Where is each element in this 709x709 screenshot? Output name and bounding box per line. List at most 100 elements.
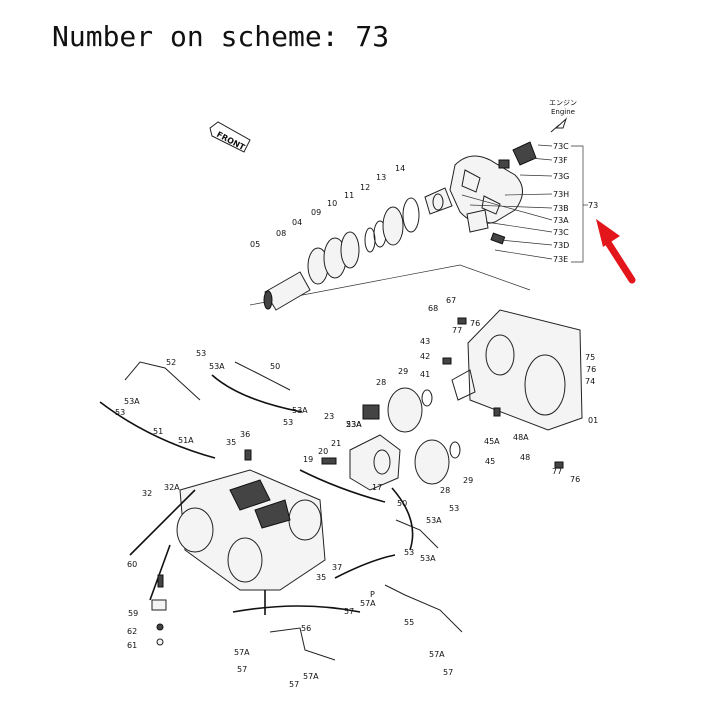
callout-76-mid: 76 xyxy=(586,365,596,374)
callout-52: 52 xyxy=(166,358,176,367)
callout-p: P xyxy=(370,590,375,599)
callout-62: 62 xyxy=(127,627,137,636)
pipe-55 xyxy=(384,584,463,633)
ring-29-lower xyxy=(449,441,461,459)
group-brackets xyxy=(99,374,414,615)
callout-32: 32 xyxy=(142,489,152,498)
callout-45a: 45A xyxy=(484,437,500,446)
housing-assembly xyxy=(451,309,583,431)
callout-55: 55 xyxy=(404,618,414,627)
callout-57-a: 57 xyxy=(237,665,247,674)
callout-11: 11 xyxy=(344,191,354,200)
ring-29-upper xyxy=(421,389,433,407)
coupling-bolt-upper xyxy=(498,159,510,169)
callout-23a: 23A xyxy=(346,420,362,429)
callout-35-upper: 35 xyxy=(226,438,236,447)
callout-57a-c: 57A xyxy=(360,599,376,608)
callout-57a-b: 57A xyxy=(303,672,319,681)
callout-53a-d: 53A xyxy=(346,420,362,429)
callout-10: 10 xyxy=(327,199,337,208)
engine-label-en: Engine xyxy=(551,108,575,116)
callout-29-upper: 29 xyxy=(398,367,408,376)
coupling-element xyxy=(449,155,523,225)
callout-53-c: 53 xyxy=(283,418,293,427)
callout-13: 13 xyxy=(376,173,386,182)
callout-01: 01 xyxy=(588,416,598,425)
ring-10 xyxy=(364,227,376,253)
pipe-56 xyxy=(269,627,336,661)
engine-direction-marker: エンジン Engine xyxy=(549,99,577,133)
callout-50-upper: 50 xyxy=(270,362,280,371)
bearing-09 xyxy=(340,231,360,269)
shaft-05 xyxy=(264,271,311,311)
callout-73a: 73A xyxy=(553,216,569,225)
callout-43: 43 xyxy=(420,337,430,346)
engine-arrow-icon xyxy=(550,117,568,133)
callout-53-a: 53 xyxy=(196,349,206,358)
callout-32a: 32A xyxy=(164,483,180,492)
coupling-key xyxy=(512,141,537,166)
housing-01 xyxy=(467,309,583,431)
pipe-50-lower xyxy=(395,519,439,549)
main-pump-32 xyxy=(179,469,326,591)
front-arrow-icon xyxy=(209,121,251,153)
callout-14: 14 xyxy=(395,164,405,173)
highlight-arrow-head-icon xyxy=(596,219,620,247)
callout-53a-b: 53A xyxy=(124,397,140,406)
callout-57-b: 57 xyxy=(289,680,299,689)
page-title: Number on scheme: 73 xyxy=(52,20,390,53)
pipe-52 xyxy=(124,361,201,401)
callout-56: 56 xyxy=(301,624,311,633)
callout-67: 67 xyxy=(446,296,456,305)
callout-28-lower: 28 xyxy=(440,486,450,495)
ring-13 xyxy=(402,197,420,233)
callout-73-main: 73 xyxy=(588,201,598,210)
front-arrow: FRONT xyxy=(209,121,251,153)
callout-09: 09 xyxy=(311,208,321,217)
gear-28-lower xyxy=(414,439,450,485)
callout-45: 45 xyxy=(485,457,495,466)
callout-12: 12 xyxy=(360,183,370,192)
callout-75: 75 xyxy=(585,353,595,362)
callout-73b: 73B xyxy=(553,204,569,213)
callout-29-lower: 29 xyxy=(463,476,473,485)
callout-51a: 51A xyxy=(178,436,194,445)
callout-36: 36 xyxy=(240,430,250,439)
callout-57a-d: 57A xyxy=(429,650,445,659)
callout-20: 20 xyxy=(318,447,328,456)
callout-57-c: 57 xyxy=(344,607,354,616)
part-23 xyxy=(362,404,380,420)
callout-53-e: 53 xyxy=(449,504,459,513)
callout-59: 59 xyxy=(128,609,138,618)
bearing-12 xyxy=(382,206,404,246)
callout-73c-top: 73C xyxy=(553,142,569,151)
callout-77: 77 xyxy=(452,326,462,335)
callouts-73-group: 73C 73F 73G 73H 73B 73A 73C 73D 73E 73 xyxy=(553,142,598,264)
callout-74: 74 xyxy=(585,377,595,386)
callout-73f: 73F xyxy=(553,156,568,165)
callout-53a-a: 53A xyxy=(209,362,225,371)
gear-28-upper xyxy=(387,387,423,433)
callout-76-lower: 76 xyxy=(570,475,580,484)
highlight-arrow-shaft xyxy=(603,237,636,284)
callout-28-upper: 28 xyxy=(376,378,386,387)
callout-73h: 73H xyxy=(553,190,569,199)
part-callouts: 14 13 12 11 10 09 04 08 05 68 67 77 76 7… xyxy=(115,164,598,689)
callout-53a-f: 53A xyxy=(420,554,436,563)
coupling-bolt-lower xyxy=(490,232,506,245)
gear-set xyxy=(387,387,461,485)
coupling-lobes xyxy=(461,169,501,215)
callout-73c-bottom: 73C xyxy=(553,228,569,237)
engine-label-jp: エンジン xyxy=(549,99,577,107)
pipe-50-upper xyxy=(234,361,291,391)
shaft-assembly xyxy=(263,187,453,311)
callout-04: 04 xyxy=(292,218,302,227)
callout-05: 05 xyxy=(250,240,260,249)
leader-lines-73 xyxy=(461,144,553,260)
callout-53-b: 53 xyxy=(115,408,125,417)
callout-68: 68 xyxy=(428,304,438,313)
callout-35-lower: 35 xyxy=(316,573,326,582)
callout-bracket-73 xyxy=(571,145,584,263)
callout-57-d: 57 xyxy=(443,668,453,677)
